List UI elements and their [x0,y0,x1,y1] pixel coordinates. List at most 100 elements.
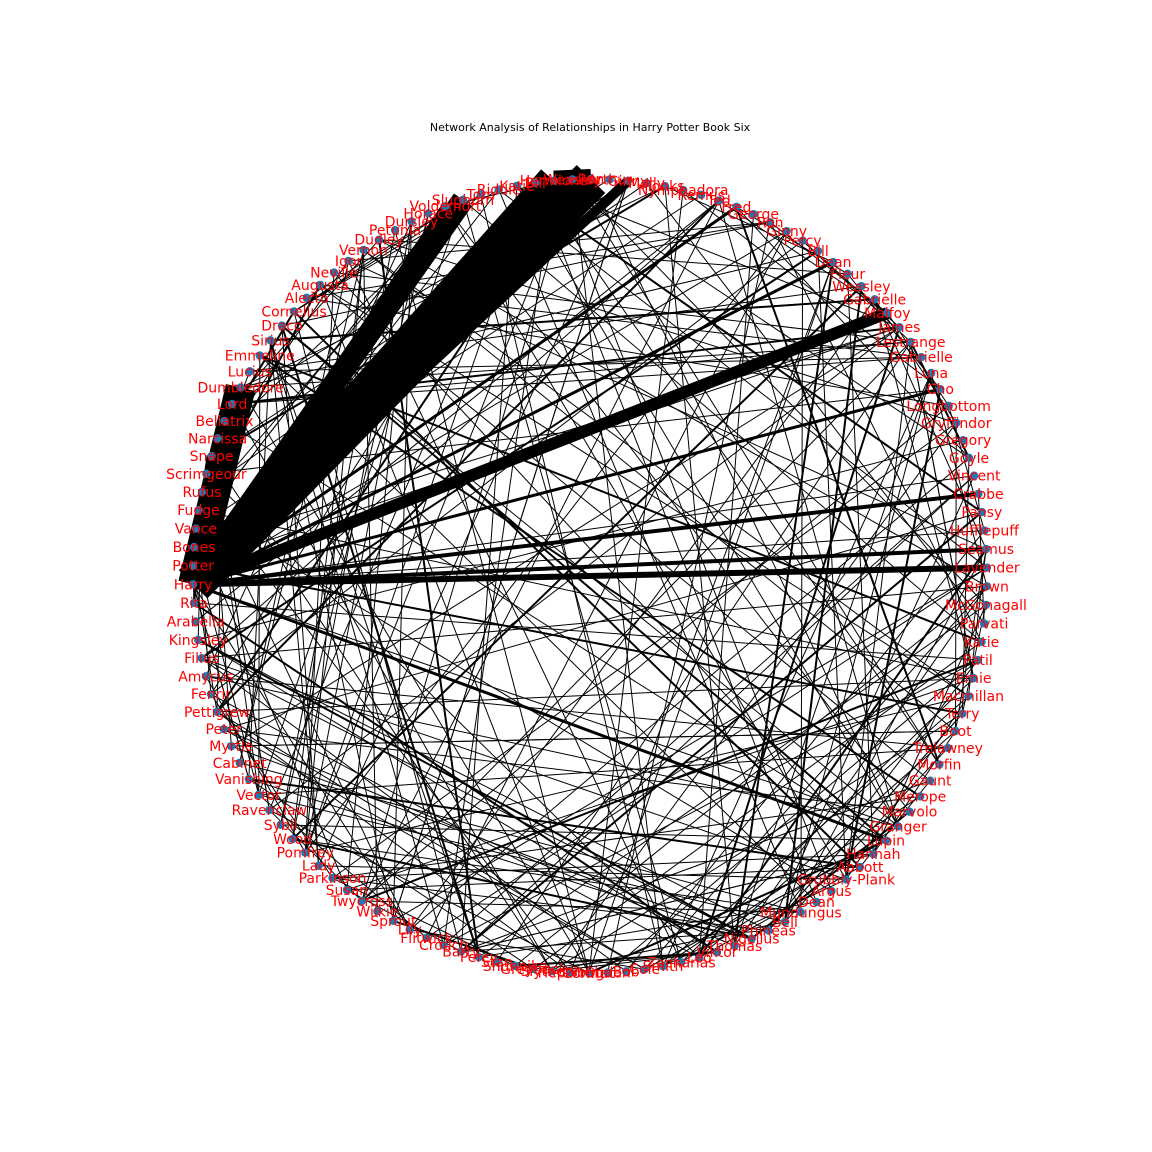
relationship-edge [258,747,948,796]
relationship-edge [198,509,974,679]
relationship-edge [553,180,832,892]
node-label-george: George [728,207,779,223]
node-label-rita: Rita [180,596,208,612]
relationship-edge [392,180,629,922]
relationship-edge [205,675,948,749]
node-ginny [782,226,791,236]
relationship-edge [363,249,378,912]
node-label-neville: Neville [310,266,358,282]
relationship-edge [201,491,411,930]
relationship-edge [698,214,755,958]
relationship-edge [281,324,887,842]
node-ogden [603,968,612,977]
relationship-edge [569,261,834,973]
node-label-ginny: Ginny [766,224,807,240]
relationship-edge [379,239,848,275]
relationship-edge [698,548,987,959]
node-lily [405,925,414,934]
node-lady [314,861,323,870]
relationship-edge [198,509,832,892]
node-label-gryffindor: Gryffindor [921,416,992,432]
relationship-edge [217,193,482,439]
node-rita [189,598,199,608]
node-label-molly: Molly [628,176,665,192]
node-crouch [439,940,448,950]
node-vernon [359,245,368,255]
node-label-trelawney: Trelawney [912,741,983,757]
node-bill [531,178,540,187]
relationship-edge [332,795,921,879]
node-label-wilkie: Wilkie [356,904,398,920]
relationship-edge [409,457,970,931]
node-label-gabrielle: Gabrielle [843,292,906,308]
relationship-edge [239,762,802,913]
node-label-gaunt: Gaunt [909,774,952,790]
relationship-edge [205,676,306,853]
node-weasley [857,282,866,291]
relationship-edge [269,809,590,974]
node-label-gabrielle: Gabrielle [890,350,953,366]
node-seamus [981,544,991,554]
relationship-edge [292,838,752,940]
relationship-edge [216,178,574,713]
node-susan [342,885,352,895]
edge-layer [178,164,988,974]
node-label-lady: Lady [302,859,336,875]
relationship-edge [195,194,702,530]
node-snape [207,451,216,461]
relationship-edge [197,639,769,932]
node-label-lavender: Lavender [954,561,1020,577]
relationship-edge [443,659,979,946]
relationship-edge [718,200,888,314]
node-fenrir [206,689,216,699]
node-viktor [712,947,722,957]
relationship-edge [930,372,988,587]
relationship-edge [443,180,555,946]
node-gabrielle [917,353,926,362]
relationship-edge [192,230,787,585]
node-morfin [935,760,944,769]
node-label-ogden: Ogden [584,966,630,982]
node-voldemort [441,202,450,211]
chart-title: Network Analysis of Relationships in Har… [430,121,751,134]
relationship-edge [607,659,979,973]
node-sprout [389,916,398,926]
relationship-edge [258,794,786,923]
node-label-twycross: Twycross [330,894,393,910]
node-kingsley [193,635,203,645]
node-james [895,322,904,332]
relationship-edge [224,420,887,841]
relationship-edge [193,475,975,585]
node-nigellus [747,934,756,943]
relationship-edge [734,372,932,946]
node-label-argus: Argus [811,884,851,900]
relationship-edge [332,422,957,879]
node-label-weasley: Weasley [832,279,890,295]
node-label-alecto: Alecto [285,291,329,307]
relationship-edge [361,341,912,902]
node-phineas [764,926,773,935]
node-george [749,210,758,219]
relationship-edge [394,230,590,974]
node-bell [780,917,790,927]
node-label-leo: Leo [687,951,712,967]
relationship-edge [192,326,900,567]
node-label-katie: Katie [964,635,1000,651]
relationship-edge [535,182,900,328]
relationship-edge [646,182,985,624]
relationship-edge [445,205,847,880]
relationship-edge [216,199,720,713]
node-hufflepuff [980,526,989,535]
relationship-edge [216,310,295,439]
node-parkinson [328,873,337,883]
relationship-edge [210,693,700,959]
node-label-lord: Lord [217,397,248,413]
relationship-edge [216,421,226,712]
node-label-cornelius: Cornelius [261,304,326,320]
node-ginny [623,176,633,186]
relationship-edge [306,297,949,407]
relationship-edge [644,585,988,970]
relationship-edge [460,853,874,952]
relationship-edge [768,713,963,931]
relationship-edge [460,780,931,952]
